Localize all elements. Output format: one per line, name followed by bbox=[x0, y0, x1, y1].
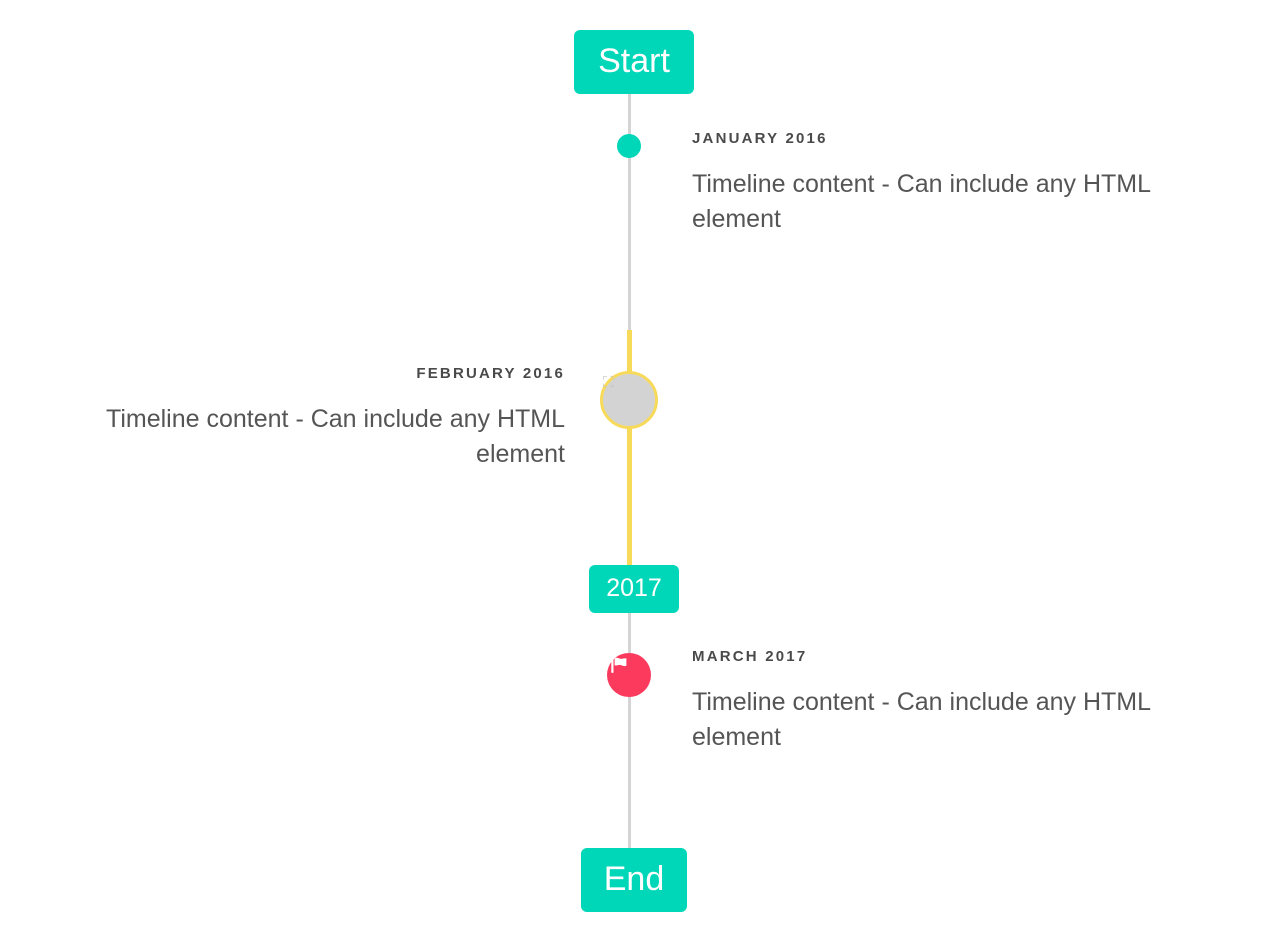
dot-icon bbox=[617, 134, 641, 158]
timeline-marker-january[interactable] bbox=[617, 134, 641, 158]
timeline-rail-highlight bbox=[627, 330, 632, 565]
timeline-rail-lower bbox=[628, 612, 631, 852]
timeline-entry-date: MARCH 2017 bbox=[692, 648, 808, 665]
timeline-entry-text: Timeline content - Can include any HTML … bbox=[692, 170, 1151, 233]
timeline-start-badge[interactable]: Start bbox=[574, 30, 694, 94]
timeline-entry-date: JANUARY 2016 bbox=[692, 130, 828, 147]
timeline-marker-march[interactable] bbox=[607, 653, 651, 697]
timeline-entry-text: Timeline content - Can include any HTML … bbox=[692, 688, 1151, 751]
timeline-entry-text: Timeline content - Can include any HTML … bbox=[106, 405, 565, 468]
broken-image-glyph: ⛶ bbox=[603, 373, 615, 391]
timeline-entry-date: FEBRUARY 2016 bbox=[416, 365, 565, 382]
flag-icon bbox=[607, 653, 651, 697]
timeline-marker-february[interactable]: ⛶ bbox=[600, 371, 658, 429]
timeline-end-badge[interactable]: End bbox=[581, 848, 687, 912]
timeline-year-badge[interactable]: 2017 bbox=[589, 565, 679, 613]
broken-image-icon: ⛶ bbox=[600, 371, 658, 429]
timeline-rail-upper bbox=[628, 92, 631, 330]
